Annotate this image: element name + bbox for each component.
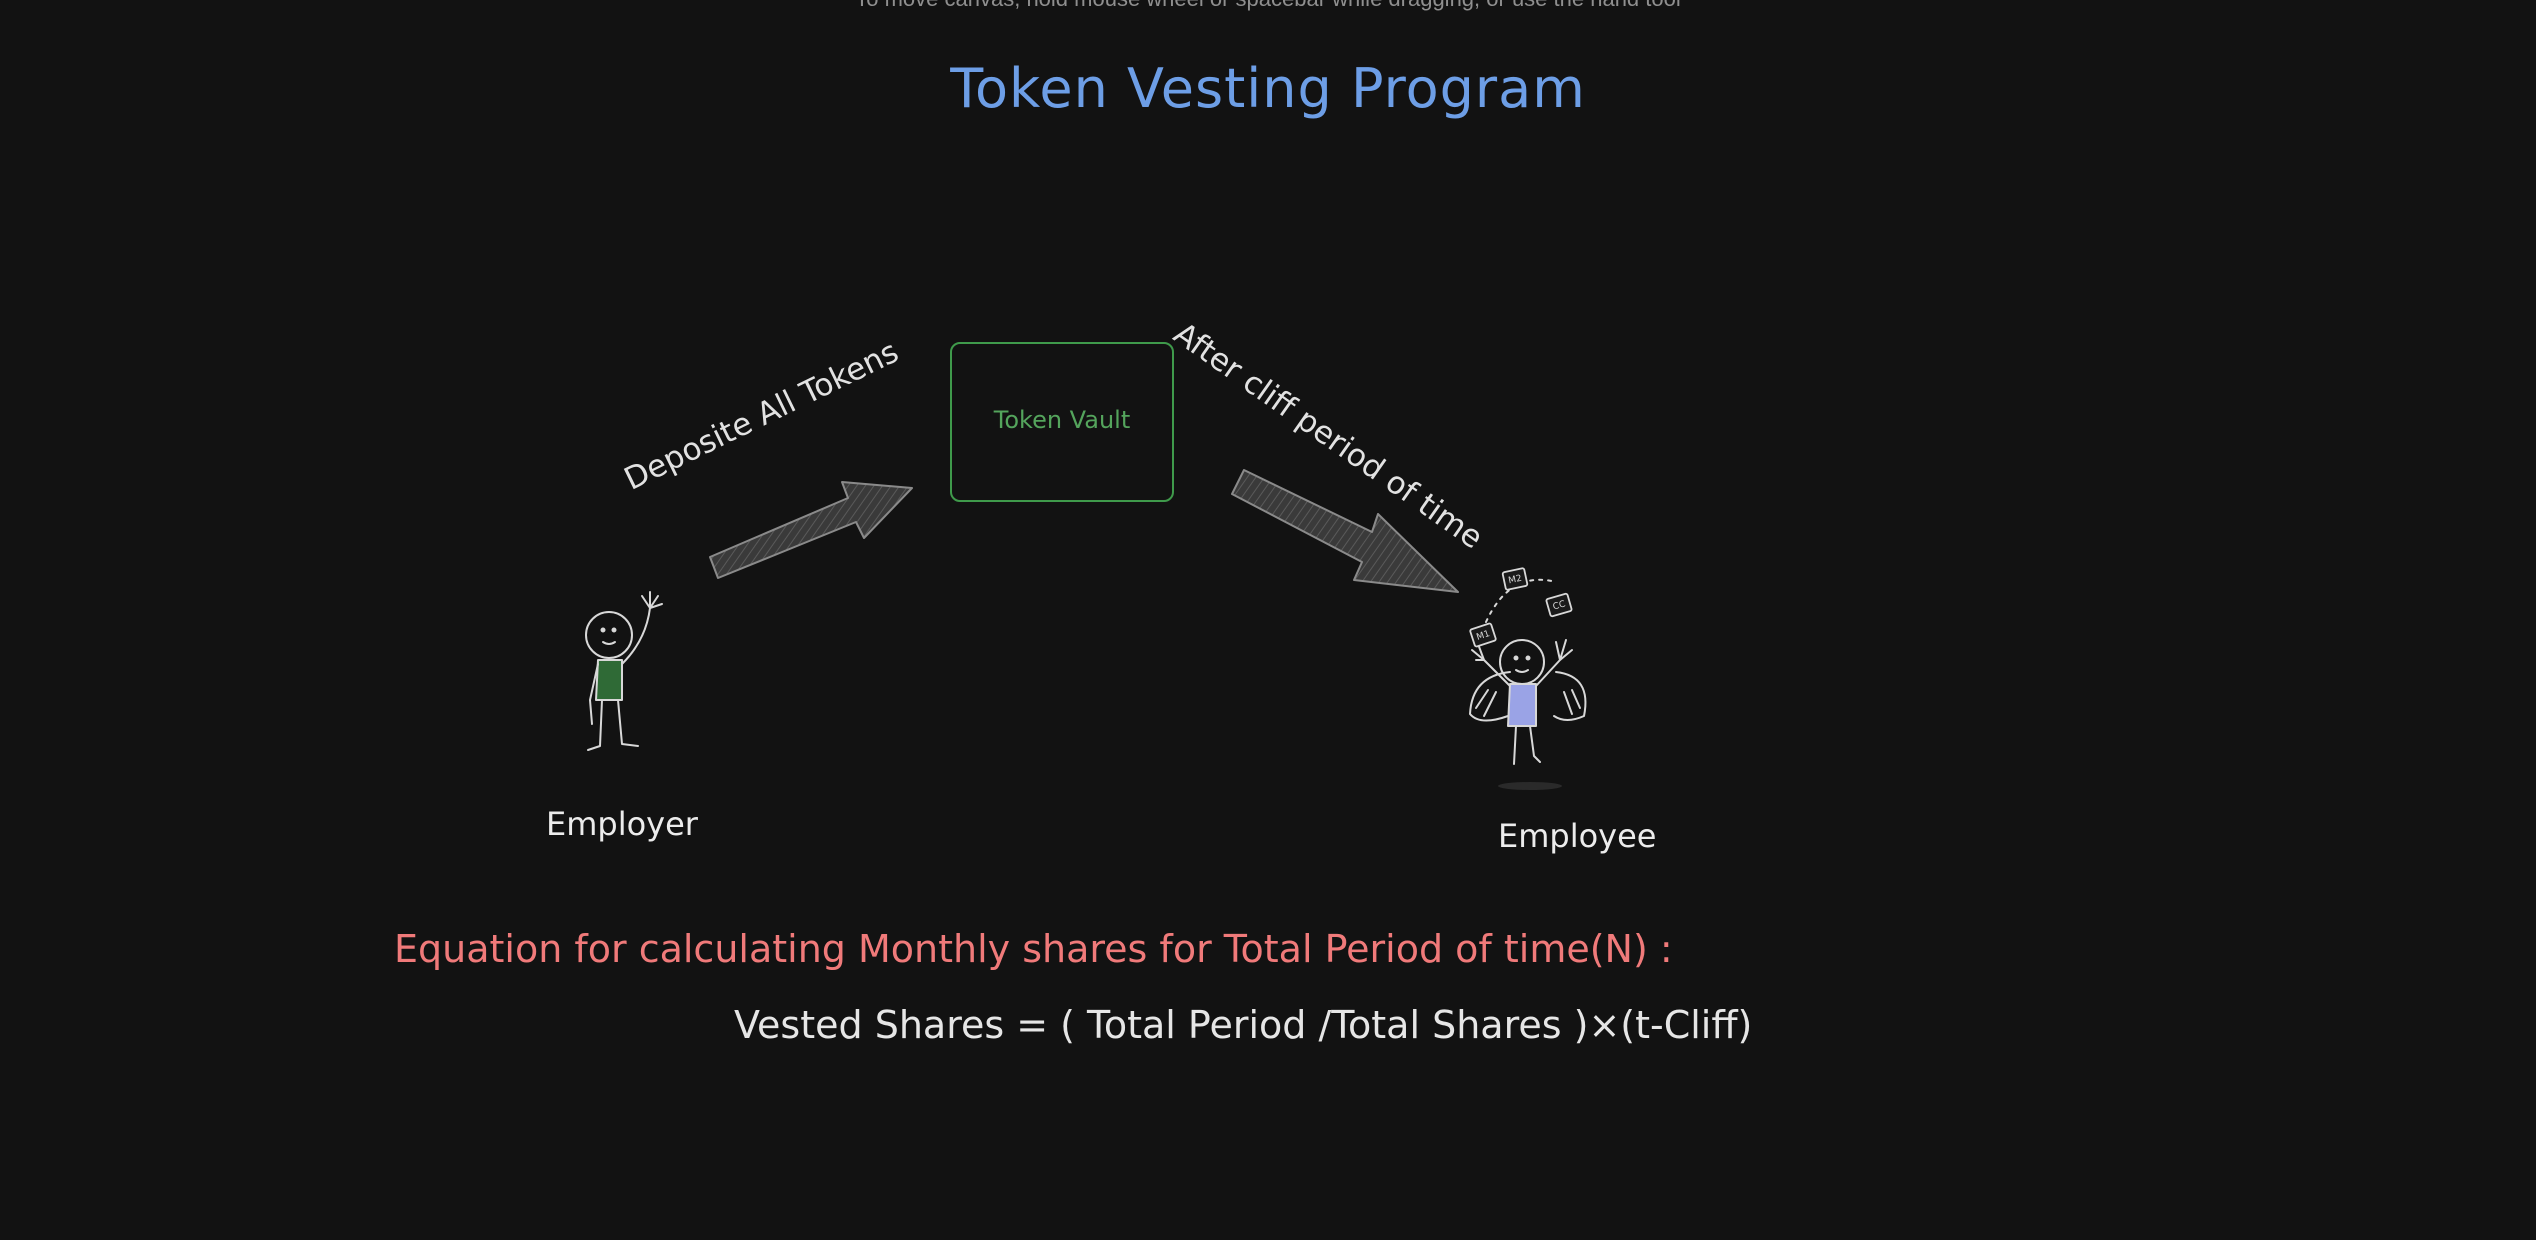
juggling-tag-cc bbox=[1545, 592, 1573, 618]
equation-heading[interactable]: Equation for calculating Monthly shares … bbox=[394, 927, 1673, 971]
equation-formula[interactable]: Vested Shares = ( Total Period /Total Sh… bbox=[734, 1003, 1753, 1047]
juggling-tag-m1 bbox=[1469, 622, 1497, 648]
juggling-tag-cc-label: CC bbox=[1552, 599, 1567, 612]
token-vault-label: Token Vault bbox=[993, 406, 1131, 434]
deposit-arrow[interactable] bbox=[709, 481, 913, 579]
juggling-tag-m2-label: M2 bbox=[1508, 574, 1523, 587]
canvas-hint: To move canvas, hold mouse wheel or spac… bbox=[0, 0, 2536, 10]
employer-label[interactable]: Employer bbox=[546, 805, 698, 843]
juggling-tag-m1-label: M1 bbox=[1475, 629, 1491, 643]
employee-label[interactable]: Employee bbox=[1498, 817, 1657, 855]
token-vault-box[interactable] bbox=[950, 342, 1174, 502]
release-arrow[interactable] bbox=[1231, 469, 1459, 593]
diagram-title[interactable]: Token Vesting Program bbox=[950, 57, 1586, 120]
juggling-tag-m2 bbox=[1501, 567, 1529, 591]
